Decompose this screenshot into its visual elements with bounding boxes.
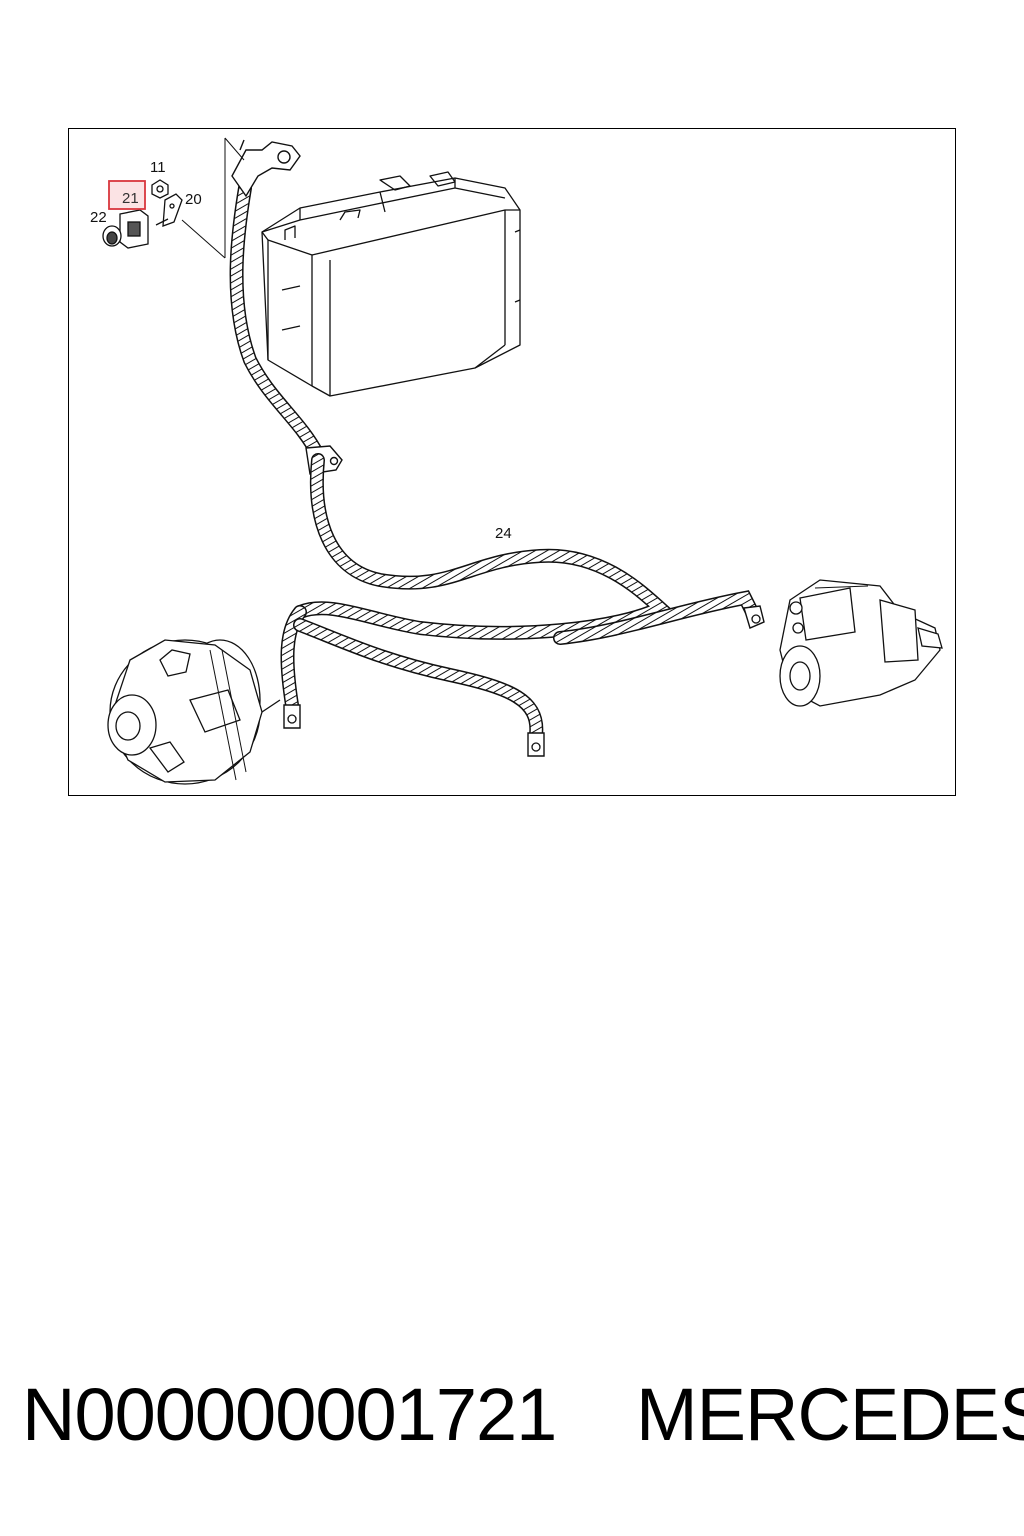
callout-21-highlight	[108, 180, 146, 210]
battery-cable-upper	[181, 137, 325, 462]
part-21-block	[119, 209, 149, 249]
callout-21[interactable]: 21	[122, 190, 139, 207]
callout-22[interactable]: 22	[90, 209, 107, 226]
part-22-grommet	[102, 225, 122, 247]
starter-motor	[779, 579, 943, 707]
part-20-bolt-clip	[155, 193, 183, 227]
callout-20[interactable]: 20	[185, 191, 202, 208]
part-11-nut	[151, 179, 169, 199]
battery	[261, 171, 521, 397]
brand-name: MERCEDES	[636, 1373, 1024, 1456]
callout-24[interactable]: 24	[495, 525, 512, 542]
callout-11[interactable]: 11	[150, 159, 166, 176]
part-number: N000000001721	[22, 1373, 557, 1456]
cable-24	[280, 453, 765, 757]
alternator	[107, 639, 281, 785]
